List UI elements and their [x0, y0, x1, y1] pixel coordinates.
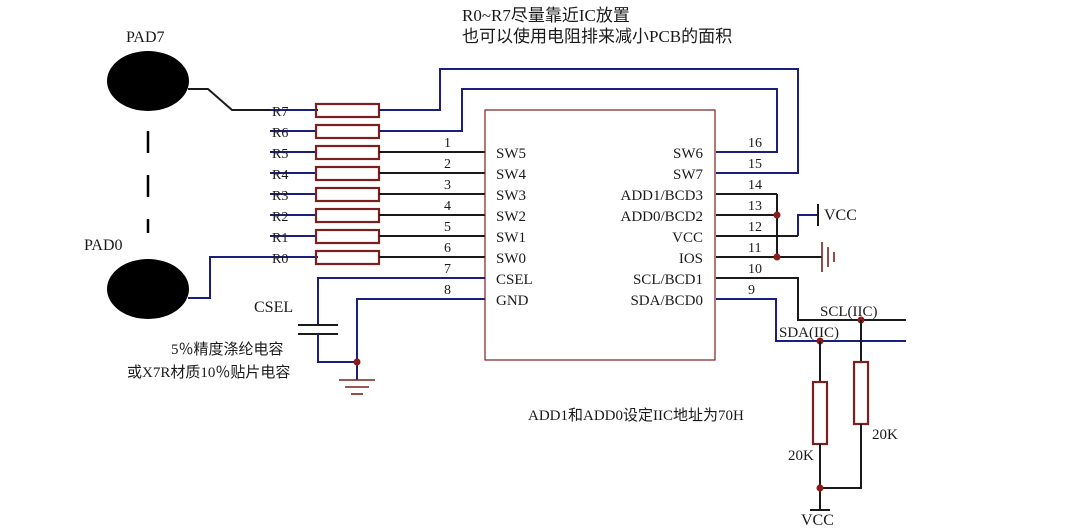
pin-14-name: ADD1/BCD3 [620, 188, 703, 204]
resistor-r2: R2 [270, 207, 381, 225]
pin-4-name: SW2 [496, 209, 526, 225]
resistor-r7: R7 [270, 102, 381, 120]
cap-note-line-1: 5％精度涤纶电容 [171, 341, 284, 358]
pin-14-number: 14 [748, 178, 762, 193]
r6-label: R6 [272, 126, 288, 141]
resistor-r4: R4 [270, 165, 381, 183]
ground-symbol-bottom [339, 379, 375, 395]
r2-label: R2 [272, 210, 288, 225]
r6-body [314, 123, 381, 140]
pin-9-number: 9 [748, 283, 755, 298]
resistor-r3: R3 [270, 186, 381, 204]
pad0-wire [188, 256, 318, 299]
pad7-electrode [107, 51, 189, 111]
sda-line [716, 298, 906, 342]
pin-15-name: SW7 [673, 167, 704, 183]
pin-6-name: SW0 [496, 251, 526, 267]
r3-label: R3 [272, 189, 288, 204]
note-line-2: 也可以使用电阻排来减小PCB的面积 [462, 26, 732, 46]
pin-3-number: 3 [444, 178, 451, 193]
pin-16-number: 16 [748, 136, 762, 151]
pad7-label: PAD7 [126, 29, 165, 46]
r7-to-sw7-wire [379, 68, 799, 174]
resistor-r6: R6 [270, 123, 381, 141]
pullup-right-bottom-lead [820, 424, 862, 489]
resistor-r1: R1 [270, 228, 381, 246]
pin-1-number: 1 [444, 136, 451, 151]
sda-label: SDA(IIC) [779, 325, 839, 341]
pin-8-name: GND [496, 293, 529, 309]
sda-pullup-resistor [811, 380, 829, 446]
junction-ground [353, 358, 361, 366]
cap-ground-wire [317, 334, 357, 363]
pin-2-name: SW4 [496, 167, 527, 183]
resistor-r0: R0 [270, 249, 381, 267]
r5-body [314, 144, 381, 161]
pin-5-name: SW1 [496, 230, 526, 246]
r6-to-sw6-wire [379, 88, 778, 153]
pad0-electrode [107, 259, 189, 319]
pin-6-number: 6 [444, 241, 451, 256]
pin-11-name: IOS [679, 251, 703, 267]
pin-8-number: 8 [444, 283, 451, 298]
scl-label: SCL(IIC) [820, 304, 878, 320]
pad0-label: PAD0 [84, 237, 123, 254]
pin-10-number: 10 [748, 262, 762, 277]
note-line-1: R0~R7尽量靠近IC放置 [462, 6, 630, 25]
pin-16-name: SW6 [673, 146, 704, 162]
pin-13-number: 13 [748, 199, 762, 214]
vcc-top-label: VCC [824, 207, 857, 224]
address-note: ADD1和ADD0设定IIC地址为70H [528, 407, 744, 424]
r7-body [314, 102, 381, 119]
scl-pullup-value: 20K [872, 427, 898, 443]
pin-4-number: 4 [444, 199, 451, 214]
r1-label: R1 [272, 231, 288, 246]
r0-label: R0 [272, 252, 288, 267]
pin-12-name: VCC [672, 230, 703, 246]
scl-pullup-resistor [852, 360, 870, 426]
cap-note-line-2: 或X7R材质10％贴片电容 [127, 364, 290, 381]
csel-wire [317, 277, 485, 325]
pin-2-number: 2 [444, 157, 451, 172]
pin-11-number: 11 [748, 241, 761, 256]
sda-pullup-value: 20K [788, 448, 814, 464]
resistor-network: R7 R6 R5 R4 R3 R2 R1 [270, 102, 381, 267]
pin-13-name: ADD0/BCD2 [620, 209, 703, 225]
ic-left-pins: 1 SW5 2 SW4 3 SW3 4 SW2 5 SW1 6 SW0 7 CS… [444, 136, 533, 309]
pin-5-number: 5 [444, 220, 451, 235]
pin-10-name: SCL/BCD1 [633, 272, 703, 288]
vcc-top-wire [797, 214, 818, 236]
pin-15-number: 15 [748, 157, 762, 172]
pin-3-name: SW3 [496, 188, 526, 204]
ic-right-pins: 16 SW6 15 SW7 14 ADD1/BCD3 13 ADD0/BCD2 … [620, 136, 762, 309]
gnd-pin-wire [356, 298, 485, 380]
r4-body [314, 165, 381, 182]
r4-label: R4 [272, 168, 288, 183]
junction-vcc-bottom [816, 484, 824, 492]
vcc-bottom-label: VCC [801, 512, 834, 528]
ic-body [484, 109, 716, 361]
r1-body [314, 228, 381, 245]
r0-body [314, 249, 381, 266]
junction-pin13 [773, 211, 781, 219]
pin-7-number: 7 [444, 262, 451, 277]
r7-label: R7 [272, 105, 288, 120]
r5-label: R5 [272, 147, 288, 162]
junction-pin11 [773, 253, 781, 261]
r3-body [314, 186, 381, 203]
ground-symbol-right [821, 242, 835, 272]
resistor-r5: R5 [270, 144, 381, 162]
r2-body [314, 207, 381, 224]
pad7-wire [188, 88, 318, 111]
pin-9-name: SDA/BCD0 [630, 293, 703, 309]
pin-7-name: CSEL [496, 272, 533, 288]
pin-1-name: SW5 [496, 146, 526, 162]
scl-line [716, 277, 906, 321]
csel-label: CSEL [254, 299, 293, 316]
pin-12-number: 12 [748, 220, 762, 235]
